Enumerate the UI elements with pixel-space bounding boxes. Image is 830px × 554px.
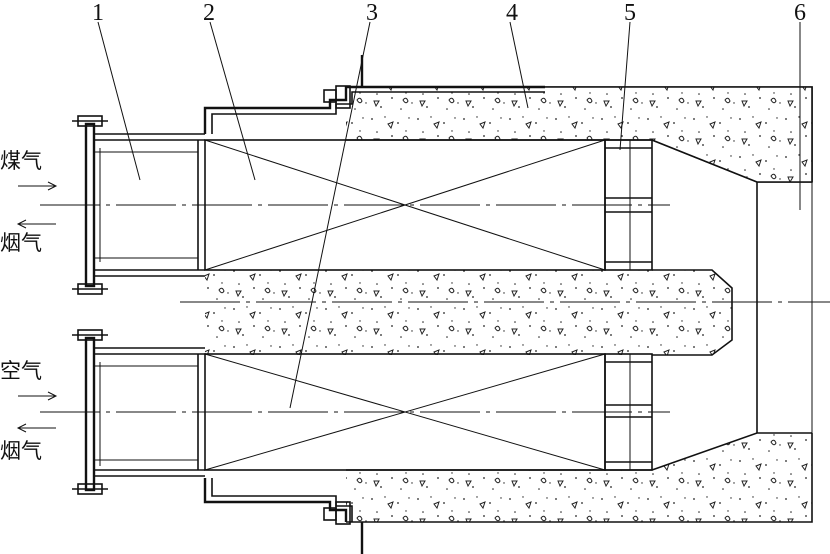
label-flue-out-bottom: 烟气 [0,439,42,463]
label-air-in: 空气 [0,359,42,383]
label-gas-in: 煤气 [0,149,42,173]
label-1: 1 [92,0,104,26]
flow-arrows [16,181,58,433]
label-3: 3 [366,0,378,26]
label-4: 4 [506,0,518,26]
label-5: 5 [624,0,636,26]
label-flue-out-top: 烟气 [0,231,42,255]
label-6: 6 [794,0,806,26]
inlet-box-bottom [72,329,205,495]
label-2: 2 [203,0,215,26]
refractory-body [205,86,813,523]
leader-lines [97,21,801,409]
centre-lines [40,204,830,413]
